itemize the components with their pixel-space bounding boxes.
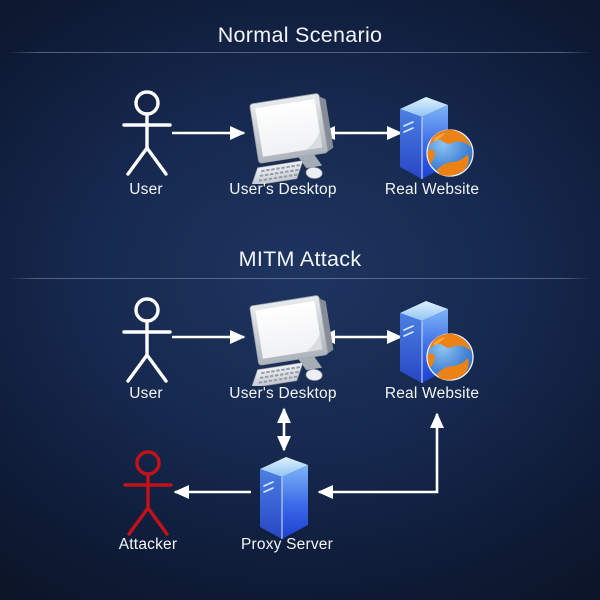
node-label-user: User: [129, 181, 163, 198]
server-icon: [252, 452, 316, 544]
node-label-proxy-server: Proxy Server: [241, 536, 333, 553]
node-label-attacker: Attacker: [118, 536, 178, 553]
node-label-users-desktop: User's Desktop: [229, 181, 337, 198]
section-title-normal-scenario: Normal Scenario: [217, 23, 383, 47]
desktop-computer-icon: [244, 294, 340, 389]
person-icon-red: [112, 448, 184, 540]
section-divider: [8, 278, 592, 279]
node-label-real-website: Real Website: [384, 385, 480, 402]
node-label-user: User: [129, 385, 163, 402]
node-label-real-website: Real Website: [384, 181, 480, 198]
node-label-users-desktop: User's Desktop: [229, 385, 337, 402]
arrow-proxy-website-elbow: [317, 412, 444, 499]
person-icon: [111, 295, 183, 387]
person-icon: [111, 88, 183, 180]
section-divider: [8, 52, 592, 53]
section-title-mitm-attack: MITM Attack: [238, 247, 362, 271]
server-globe-icon: [390, 294, 482, 386]
server-globe-icon: [390, 90, 482, 182]
desktop-computer-icon: [244, 92, 340, 187]
